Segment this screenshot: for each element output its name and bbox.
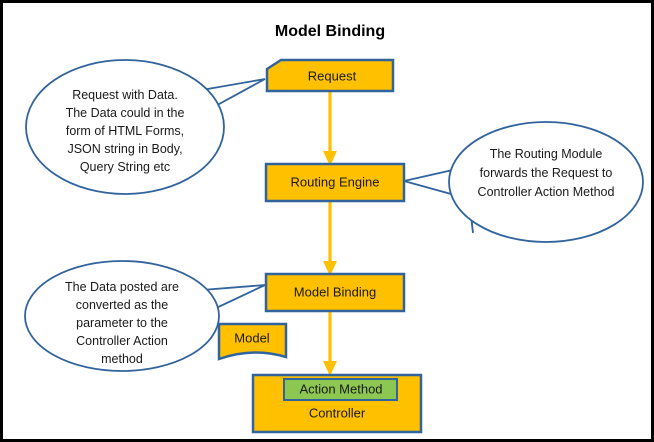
callout-request-line-4: JSON string in Body,: [67, 142, 182, 156]
node-model-binding-shape[interactable]: [264, 272, 406, 313]
model-binding-diagram: Model Binding Request with Data. The Dat…: [24, 23, 644, 434]
node-action-method-label: Action Method: [299, 381, 382, 396]
callout-binding-line-1: The Data posted are: [65, 280, 179, 294]
node-model-binding-label: Model Binding: [294, 284, 376, 299]
callout-binding-note: The Data posted are converted as the par…: [24, 260, 266, 372]
node-routing-engine[interactable]: Routing Engine: [264, 162, 406, 203]
node-controller-label: Controller: [309, 405, 366, 420]
node-request-shape[interactable]: [265, 58, 395, 93]
flow-arrow-request-to-routing: [323, 91, 337, 166]
callout-routing-line-3: Controller Action Method: [478, 185, 615, 199]
node-model[interactable]: Model: [217, 322, 288, 361]
flow-arrow-binding-to-controller: [323, 311, 337, 376]
callout-binding-bubble: [24, 260, 220, 372]
callout-request-line-2: The Data could in the: [66, 106, 185, 120]
callout-request-note: Request with Data. The Data could in the…: [25, 59, 266, 195]
callout-request-line-5: Query String etc: [80, 160, 170, 174]
node-action-method-shape[interactable]: [283, 378, 398, 401]
node-routing-engine-label: Routing Engine: [291, 174, 380, 189]
node-model-binding[interactable]: Model Binding: [264, 272, 406, 313]
node-model-label: Model: [234, 330, 270, 345]
page-title: Model Binding: [275, 23, 385, 40]
callout-binding-line-4: Controller Action: [76, 334, 168, 348]
node-request[interactable]: Request: [265, 58, 395, 93]
flow-arrow-routing-to-binding: [323, 201, 337, 276]
callout-binding-line-3: parameter to the: [76, 316, 168, 330]
callout-routing-line-1: The Routing Module: [490, 147, 603, 161]
callout-binding-line-2: converted as the: [76, 298, 168, 312]
node-controller[interactable]: Action Method Controller: [251, 373, 423, 434]
callout-request-line-1: Request with Data.: [72, 88, 178, 102]
callout-request-line-3: form of HTML Forms,: [66, 124, 184, 138]
callout-routing-line-2: forwards the Request to: [480, 166, 613, 180]
node-model-shape[interactable]: [217, 322, 288, 361]
node-routing-engine-shape[interactable]: [264, 162, 406, 203]
callout-routing-bubble: [448, 121, 644, 243]
node-request-label: Request: [308, 68, 357, 83]
callout-request-bubble: [25, 59, 225, 195]
callout-routing-note: The Routing Module forwards the Request …: [403, 121, 644, 243]
callout-binding-line-5: method: [101, 352, 143, 366]
